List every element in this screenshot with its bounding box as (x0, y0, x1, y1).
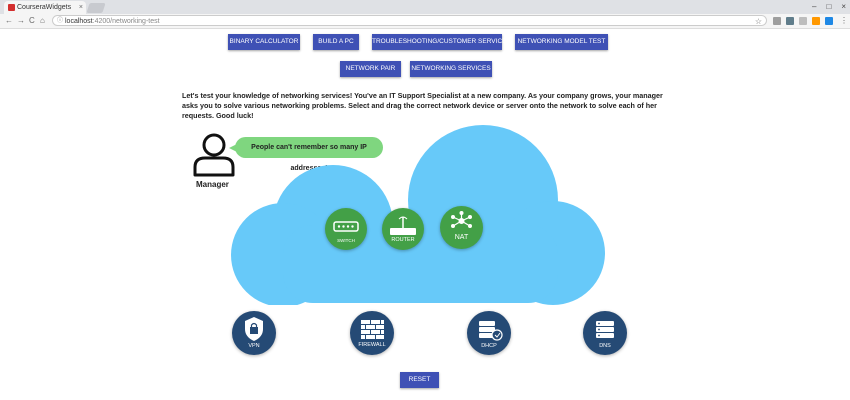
window-controls: – □ × (812, 0, 846, 14)
router-device[interactable]: ROUTER (382, 208, 424, 250)
angular-favicon-icon (8, 4, 15, 11)
bookmark-star-icon[interactable]: ☆ (754, 17, 762, 26)
tab-title: CourseraWidgets (17, 4, 72, 11)
home-icon[interactable]: ⌂ (40, 16, 45, 25)
router-label: ROUTER (391, 237, 415, 243)
window-close-icon[interactable]: × (841, 2, 846, 11)
tab-close-icon[interactable]: × (78, 4, 83, 11)
manager-label: Manager (196, 180, 229, 189)
vpn-label: VPN (248, 343, 260, 349)
browser-tab[interactable]: CourseraWidgets × (4, 1, 86, 14)
url-input[interactable]: ⓘ localhost:4200/networking-test ☆ (52, 15, 767, 26)
router-icon (390, 216, 416, 235)
nat-icon (451, 211, 472, 228)
reload-icon[interactable]: C (29, 16, 35, 25)
switch-label: SWITCH (337, 238, 355, 243)
troubleshooting-button[interactable]: TROUBLESHOOTING/CUSTOMER SERVICE (372, 34, 506, 50)
site-info-icon[interactable]: ⓘ (57, 18, 64, 24)
url-path: :4200/networking-test (92, 18, 160, 25)
firewall-label: FIREWALL (358, 342, 386, 348)
dns-icon (596, 321, 614, 338)
manager-request-bubble: People can't remember so many IP address… (235, 137, 383, 172)
extension-icon[interactable] (786, 17, 794, 25)
browser-tab-bar: CourseraWidgets × – □ × (0, 0, 850, 14)
dhcp-icon (479, 321, 503, 341)
intro-text: Let's test your knowledge of networking … (182, 91, 663, 120)
maximize-icon[interactable]: □ (826, 2, 832, 11)
speech-bubble-tail (229, 144, 237, 152)
minimize-icon[interactable]: – (812, 2, 817, 11)
forward-icon[interactable]: → (17, 16, 25, 25)
extension-icon[interactable] (825, 17, 833, 25)
vpn-service[interactable]: VPN (232, 311, 276, 355)
manager-avatar-icon (193, 133, 235, 177)
binary-calculator-button[interactable]: BINARY CALCULATOR (228, 34, 300, 50)
firewall-service[interactable]: FIREWALL (350, 311, 394, 355)
switch-icon (333, 221, 359, 232)
build-a-pc-button[interactable]: BUILD A PC (313, 34, 359, 50)
nat-label: NAT (454, 234, 469, 241)
vpn-icon (245, 317, 263, 341)
firewall-icon (361, 320, 384, 339)
dhcp-service[interactable]: DHCP (467, 311, 511, 355)
new-tab-button[interactable] (86, 3, 106, 13)
networking-model-test-button[interactable]: NETWORKING MODEL TEST (515, 34, 608, 50)
switch-device[interactable]: SWITCH (325, 208, 367, 250)
dns-label: DNS (599, 343, 611, 349)
address-bar-row: ← → C ⌂ ⓘ localhost:4200/networking-test… (0, 14, 850, 29)
url-host: localhost (65, 18, 93, 25)
networking-services-button[interactable]: NETWORKING SERVICES (410, 61, 492, 77)
extension-icon[interactable] (773, 17, 781, 25)
back-icon[interactable]: ← (5, 16, 13, 25)
browser-menu-icon[interactable]: ⋮ (840, 16, 848, 25)
dns-service[interactable]: DNS (583, 311, 627, 355)
network-pair-button[interactable]: NETWORK PAIR (340, 61, 401, 77)
reset-button[interactable]: RESET (400, 372, 439, 388)
nat-device[interactable]: NAT (440, 206, 483, 249)
dhcp-label: DHCP (481, 343, 497, 349)
extension-icon[interactable] (799, 17, 807, 25)
extension-icon[interactable] (812, 17, 820, 25)
